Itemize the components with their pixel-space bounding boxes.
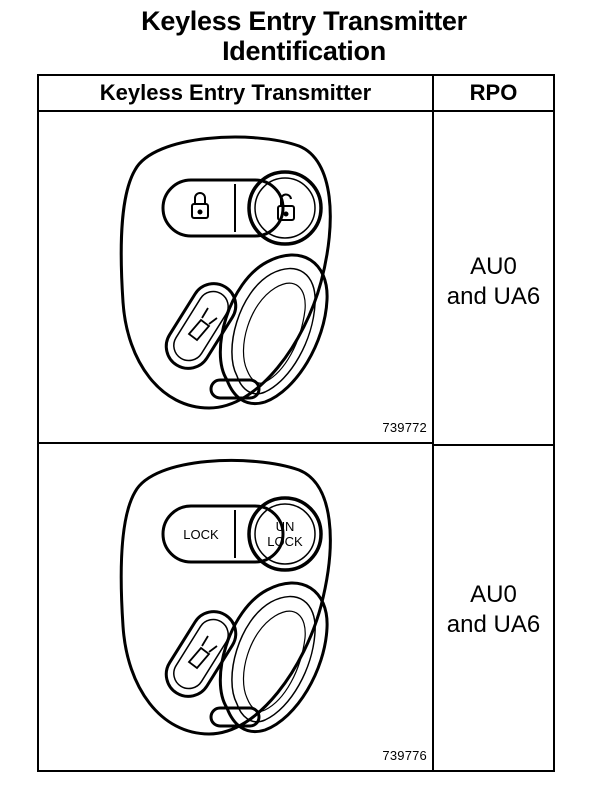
lock-icon [191, 192, 209, 219]
key-ring-slot [209, 706, 261, 728]
rpo-cell-1: AU0 and UA6 [434, 112, 553, 446]
trunk-release-icon [187, 635, 218, 670]
title-line-2: Identification [222, 36, 386, 66]
trunk-release-icon [187, 307, 218, 342]
key-ring-slot [209, 378, 261, 400]
rpo-line-1: AU0 [470, 253, 517, 280]
column-header-rpo: RPO [434, 76, 553, 112]
unlock-button [247, 496, 323, 572]
rpo-line-1: AU0 [470, 581, 517, 608]
unlock-text-label-1: UN [276, 519, 295, 534]
column-header-transmitter: Keyless Entry Transmitter [39, 76, 434, 112]
page-title: Keyless Entry Transmitter Identification [0, 6, 608, 66]
part-number-2: 739776 [382, 748, 427, 763]
trunk-release-button [164, 282, 238, 370]
rpo-cell-2: AU0 and UA6 [434, 444, 553, 770]
transmitter-cell-1: 739772 [39, 112, 434, 444]
part-number-1: 739772 [382, 420, 427, 435]
identification-table: Keyless Entry Transmitter RPO [37, 74, 555, 772]
unlock-button [247, 170, 323, 246]
lock-button [161, 504, 285, 564]
trunk-release-button [164, 610, 238, 698]
rpo-line-2: and UA6 [446, 611, 541, 638]
title-line-1: Keyless Entry Transmitter [141, 6, 467, 36]
key-ring-loop [218, 581, 329, 733]
fob-outline [119, 135, 332, 410]
rpo-line-2: and UA6 [446, 283, 541, 310]
unlock-icon [277, 193, 295, 221]
lock-button [161, 178, 285, 238]
transmitter-illustration-1 [119, 135, 332, 410]
unlock-text-label-2: LOCK [267, 534, 303, 549]
fob-outline [119, 458, 332, 736]
transmitter-illustration-2: LOCK UN LOCK [119, 458, 332, 736]
transmitter-cell-2: LOCK UN LOCK 739776 [39, 444, 434, 770]
key-ring-loop [218, 253, 329, 405]
lock-text-label: LOCK [183, 527, 219, 542]
